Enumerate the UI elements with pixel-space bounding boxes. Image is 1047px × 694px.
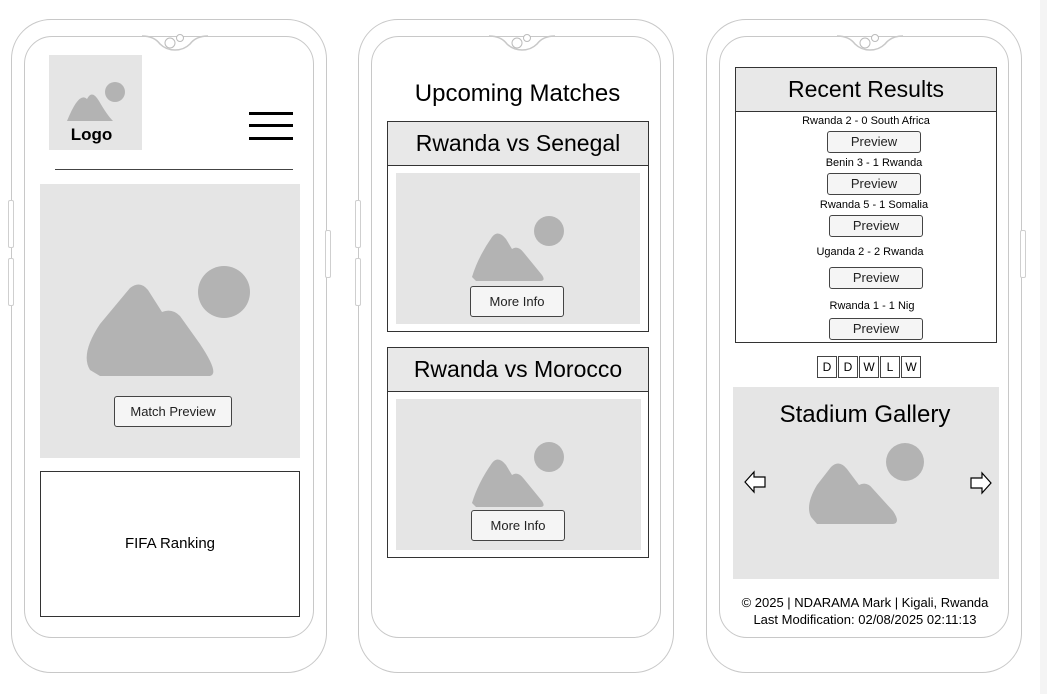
- left-arrow-icon[interactable]: [743, 470, 767, 494]
- camera-notch-icon: [488, 34, 556, 51]
- match-card: Rwanda vs Senegal More Info: [387, 121, 649, 332]
- camera-notch-icon: [836, 34, 904, 51]
- image-placeholder-icon: [67, 82, 125, 121]
- preview-button[interactable]: Preview: [829, 318, 923, 340]
- form-result: W: [901, 356, 921, 378]
- fifa-ranking-label: FIFA Ranking: [124, 535, 216, 552]
- match-preview-button[interactable]: Match Preview: [114, 396, 232, 427]
- preview-button[interactable]: Preview: [829, 267, 923, 289]
- recent-results-panel: Recent Results Rwanda 2 - 0 South Africa…: [735, 67, 997, 343]
- match-title: Rwanda vs Senegal: [387, 121, 649, 166]
- preview-button[interactable]: Preview: [829, 215, 923, 237]
- image-placeholder-icon: [472, 216, 564, 281]
- result-label: Uganda 2 - 2 Rwanda: [816, 246, 924, 258]
- image-placeholder-icon: [472, 442, 564, 507]
- match-image: More Info: [396, 173, 640, 324]
- hero-image: Match Preview: [40, 184, 300, 458]
- phone-side-button: [8, 200, 14, 248]
- phone-side-button: [1020, 230, 1026, 278]
- form-result: W: [859, 356, 879, 378]
- stadium-gallery: Stadium Gallery: [733, 387, 999, 579]
- preview-button[interactable]: Preview: [827, 173, 921, 195]
- match-image: More Info: [396, 399, 641, 550]
- preview-button[interactable]: Preview: [827, 131, 921, 153]
- image-placeholder-icon: [86, 266, 250, 376]
- phone-side-button: [355, 200, 361, 248]
- image-placeholder-icon: [809, 443, 924, 524]
- match-card: Rwanda vs Morocco More Info: [387, 347, 649, 558]
- phone-side-button: [355, 258, 361, 306]
- camera-notch-icon: [141, 34, 209, 51]
- logo-label: Logo: [70, 125, 113, 144]
- phone-side-button: [8, 258, 14, 306]
- scrollbar-track: [1040, 0, 1047, 694]
- form-result: L: [880, 356, 900, 378]
- more-info-button[interactable]: More Info: [470, 286, 564, 317]
- phone-side-button: [325, 230, 331, 278]
- footer-copyright: © 2025 | NDARAMA Mark | Kigali, Rwanda: [741, 595, 989, 610]
- page-title: Upcoming Matches: [414, 80, 621, 107]
- fifa-ranking-panel[interactable]: FIFA Ranking: [40, 471, 300, 617]
- footer-last-modified: Last Modification: 02/08/2025 02:11:13: [753, 612, 977, 627]
- right-arrow-icon[interactable]: [969, 471, 993, 495]
- form-result: D: [838, 356, 858, 378]
- hamburger-menu-icon[interactable]: [249, 111, 293, 143]
- gallery-title: Stadium Gallery: [779, 401, 951, 428]
- form-result: D: [817, 356, 837, 378]
- result-label: Benin 3 - 1 Rwanda: [825, 157, 923, 169]
- header-divider: [55, 169, 293, 170]
- results-title: Recent Results: [735, 67, 997, 112]
- result-label: Rwanda 2 - 0 South Africa: [802, 115, 930, 127]
- logo[interactable]: Logo: [49, 55, 142, 150]
- result-label: Rwanda 1 - 1 Nig: [829, 300, 915, 312]
- match-title: Rwanda vs Morocco: [387, 347, 649, 392]
- result-label: Rwanda 5 - 1 Somalia: [819, 199, 929, 211]
- more-info-button[interactable]: More Info: [471, 510, 565, 541]
